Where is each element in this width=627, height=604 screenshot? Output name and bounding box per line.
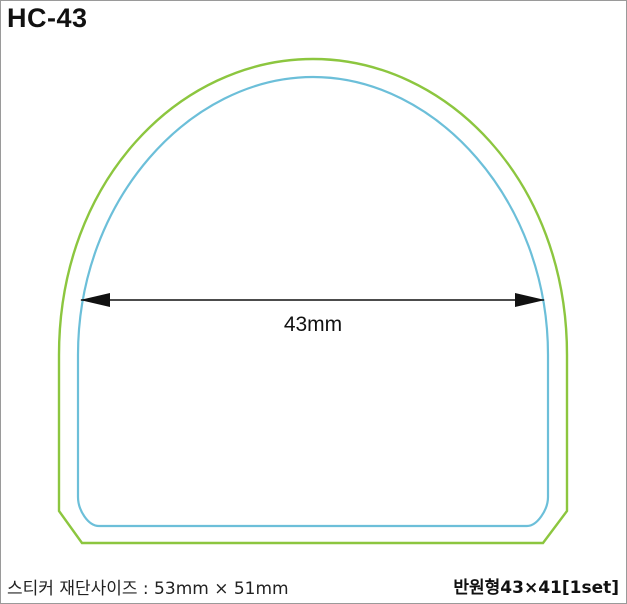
dimension-label: 43mm	[284, 313, 342, 336]
inner-line	[76, 75, 550, 528]
product-code-title: HC-43	[7, 3, 88, 33]
outer-cut-line	[57, 57, 569, 545]
shape-spec-text: 반원형43×41[1set]	[453, 578, 619, 598]
cut-size-text: 스티커 재단사이즈 : 53mm × 51mm	[7, 579, 289, 599]
